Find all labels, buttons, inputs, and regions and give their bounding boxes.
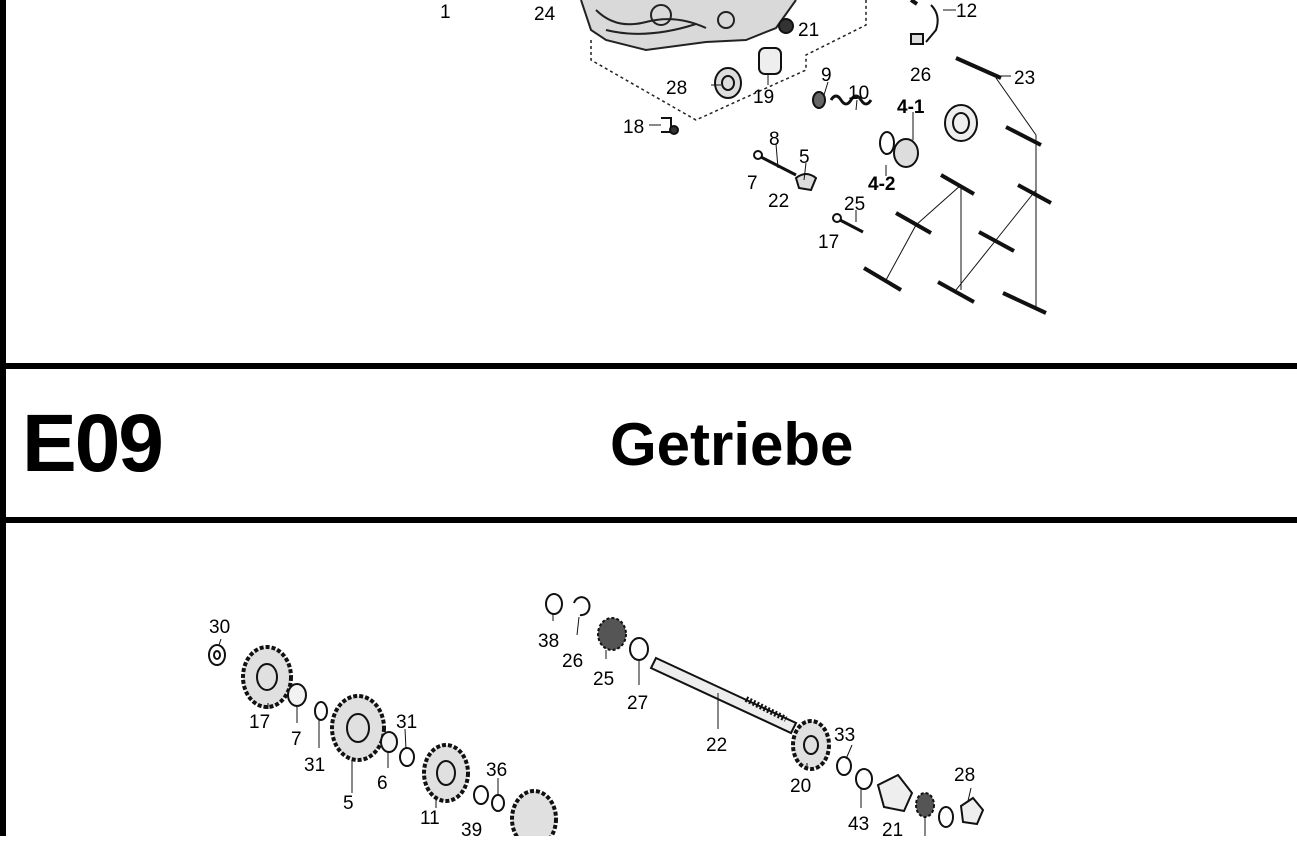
exploded-diagram-transmission: 30 17 7 31 5 6 31 11 36 39 38 26 25 27 2…: [6, 523, 1297, 841]
svg-text:23: 23: [1014, 68, 1035, 89]
svg-text:10: 10: [848, 83, 869, 104]
svg-text:4-1: 4-1: [897, 97, 925, 118]
svg-text:20: 20: [790, 776, 811, 797]
svg-text:38: 38: [538, 631, 559, 652]
svg-text:39: 39: [461, 820, 482, 836]
svg-text:25: 25: [844, 194, 865, 215]
svg-text:28: 28: [666, 78, 687, 99]
svg-text:18: 18: [623, 117, 644, 138]
svg-text:6: 6: [377, 773, 388, 794]
section-header: E09 Getriebe: [6, 369, 1297, 517]
callout-labels: 30 17 7 31 5 6 31 11 36 39 38 26 25 27 2…: [209, 617, 975, 841]
callout-labels: 1 24 21 12 28 19 26 23 9 10 4-1 18 8 5 7…: [440, 1, 1035, 253]
svg-text:27: 27: [627, 693, 648, 714]
svg-text:31: 31: [396, 712, 417, 733]
svg-text:5: 5: [343, 793, 354, 814]
svg-text:24: 24: [534, 4, 556, 25]
svg-text:31: 31: [304, 755, 325, 776]
svg-text:22: 22: [706, 735, 727, 756]
svg-text:30: 30: [209, 617, 230, 638]
svg-text:8: 8: [769, 129, 780, 150]
svg-text:21: 21: [882, 820, 903, 836]
svg-text:17: 17: [249, 712, 270, 733]
svg-text:7: 7: [291, 729, 302, 750]
svg-text:1: 1: [440, 2, 451, 23]
crankcase-illustration: [580, 0, 867, 121]
svg-text:4-2: 4-2: [868, 174, 895, 195]
section-title: Getriebe: [610, 411, 854, 478]
page-border: [0, 0, 6, 836]
svg-text:43: 43: [848, 814, 869, 835]
svg-text:11: 11: [420, 808, 440, 829]
svg-text:22: 22: [768, 191, 789, 212]
svg-text:25: 25: [593, 669, 614, 690]
svg-text:12: 12: [956, 1, 977, 22]
svg-text:9: 9: [821, 65, 832, 86]
svg-text:17: 17: [818, 232, 839, 253]
svg-text:21: 21: [798, 20, 819, 41]
svg-text:28: 28: [954, 765, 975, 786]
svg-text:7: 7: [747, 173, 758, 194]
svg-text:36: 36: [486, 760, 507, 781]
svg-text:26: 26: [910, 65, 931, 86]
part-drawings: [649, 0, 1052, 315]
svg-text:5: 5: [799, 147, 810, 168]
exploded-diagram-engine-case: 1 24 21 12 28 19 26 23 9 10 4-1 18 8 5 7…: [6, 0, 1297, 363]
gear-drawings: [208, 593, 985, 841]
section-divider-bottom: [0, 517, 1297, 523]
svg-text:33: 33: [834, 725, 855, 746]
svg-text:19: 19: [753, 87, 774, 108]
section-divider-top: [0, 363, 1297, 369]
svg-text:26: 26: [562, 651, 583, 672]
section-code: E09: [22, 398, 164, 489]
